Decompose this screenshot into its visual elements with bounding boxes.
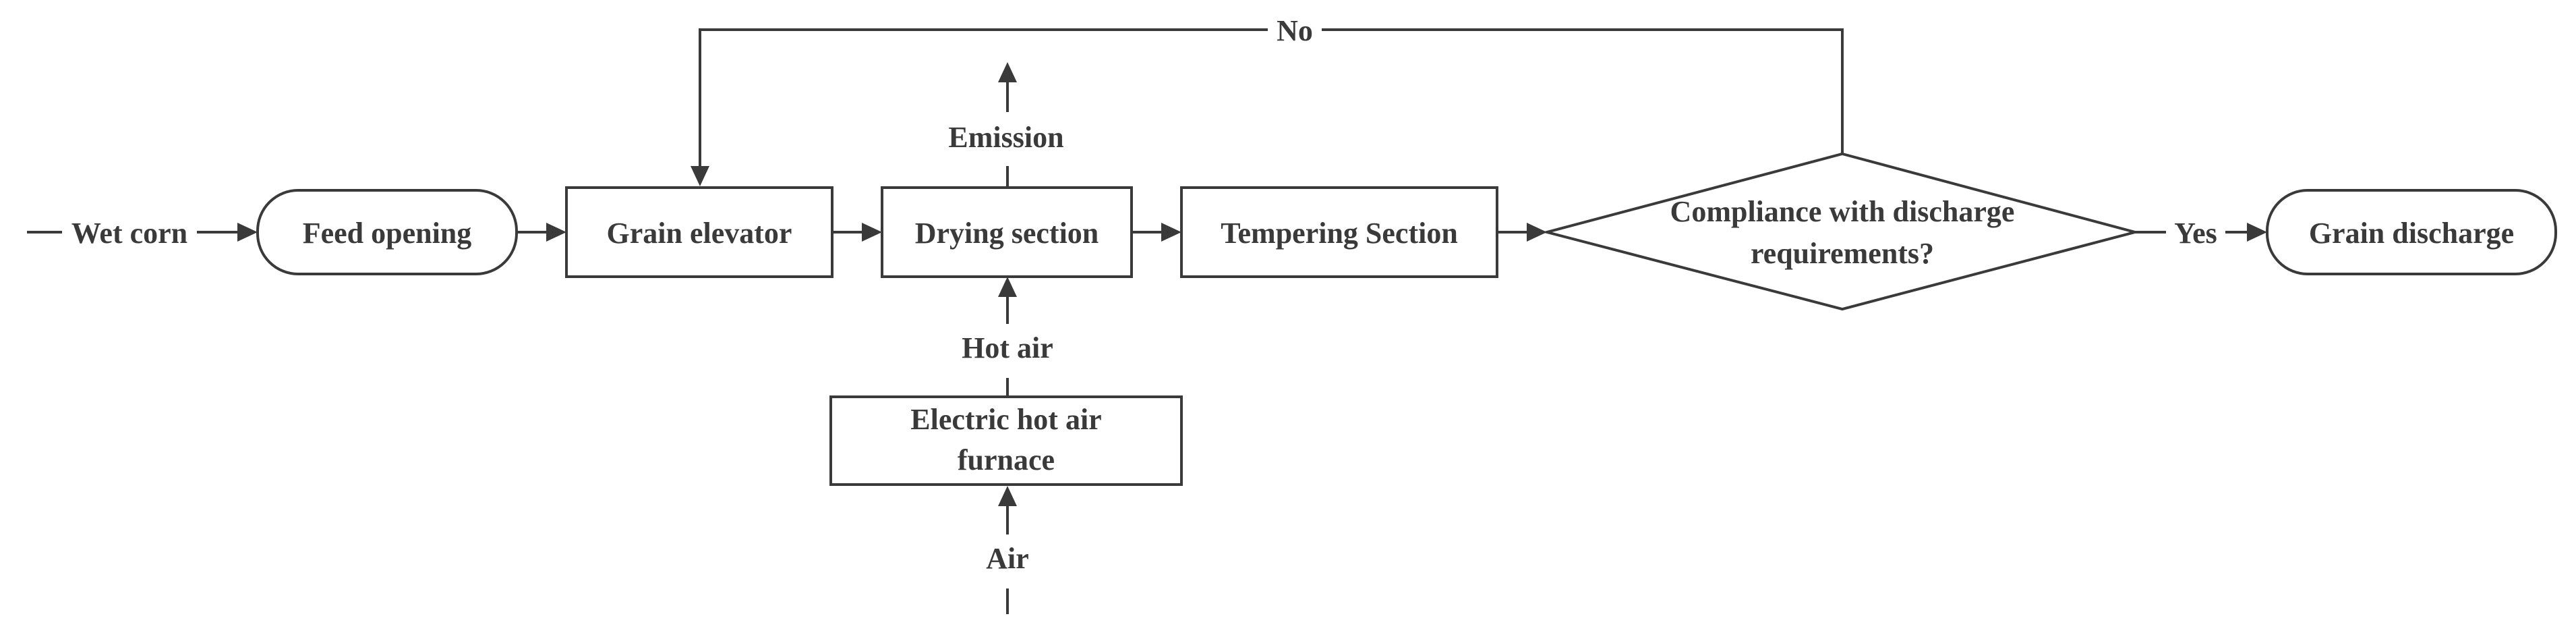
node-decision-label-line1: Compliance with discharge <box>1670 195 2015 228</box>
edge-label-hot-air: Hot air <box>962 331 1053 364</box>
node-tempering-section-label: Tempering Section <box>1221 217 1458 250</box>
node-drying-section-label: Drying section <box>915 217 1099 250</box>
arrowhead-emission-up <box>998 62 1017 82</box>
node-grain-discharge: Grain discharge <box>2266 189 2557 275</box>
node-electric-hot-air-furnace: Electric hot air furnace <box>829 395 1183 486</box>
arrowhead-to-grain-elevator-top <box>691 166 709 186</box>
node-decision-label-line2: requirements? <box>1751 237 1934 270</box>
node-feed-opening: Feed opening <box>256 189 518 275</box>
arrowhead-to-grain-elevator <box>546 223 566 242</box>
edge-label-air: Air <box>986 542 1029 575</box>
label-bg-no <box>1268 12 1322 50</box>
edge-label-no: No <box>1277 14 1313 47</box>
label-bg-hot-air <box>943 324 1072 378</box>
node-grain-elevator-label: Grain elevator <box>607 217 792 250</box>
edge-decision-no-loop <box>699 28 1844 169</box>
label-bg-yes <box>2166 212 2225 252</box>
arrowhead-to-grain-discharge <box>2247 223 2267 242</box>
node-tempering-section: Tempering Section <box>1180 186 1498 278</box>
node-decision-compliance: Compliance with discharge requirements? <box>1542 152 2140 311</box>
label-bg-emission <box>937 112 1079 166</box>
node-furnace-label-line2: furnace <box>958 443 1055 476</box>
arrowhead-to-decision <box>1527 223 1547 242</box>
arrowhead-air-up <box>998 486 1017 506</box>
node-furnace-label-line1: Electric hot air <box>910 403 1101 436</box>
node-drying-section: Drying section <box>881 186 1133 278</box>
arrowhead-to-tempering-section <box>1161 223 1181 242</box>
arrowhead-to-drying-section <box>862 223 882 242</box>
node-grain-elevator: Grain elevator <box>565 186 833 278</box>
edge-label-wet-corn: Wet corn <box>71 217 187 250</box>
label-bg-wet-corn <box>62 212 197 252</box>
edge-label-yes: Yes <box>2174 217 2217 250</box>
node-grain-discharge-label: Grain discharge <box>2309 217 2514 250</box>
node-feed-opening-label: Feed opening <box>303 217 472 250</box>
edge-label-emission: Emission <box>948 121 1063 154</box>
arrowhead-to-feed-opening <box>237 223 258 242</box>
arrowhead-hot-air-up <box>998 277 1017 297</box>
label-bg-air <box>974 534 1041 588</box>
